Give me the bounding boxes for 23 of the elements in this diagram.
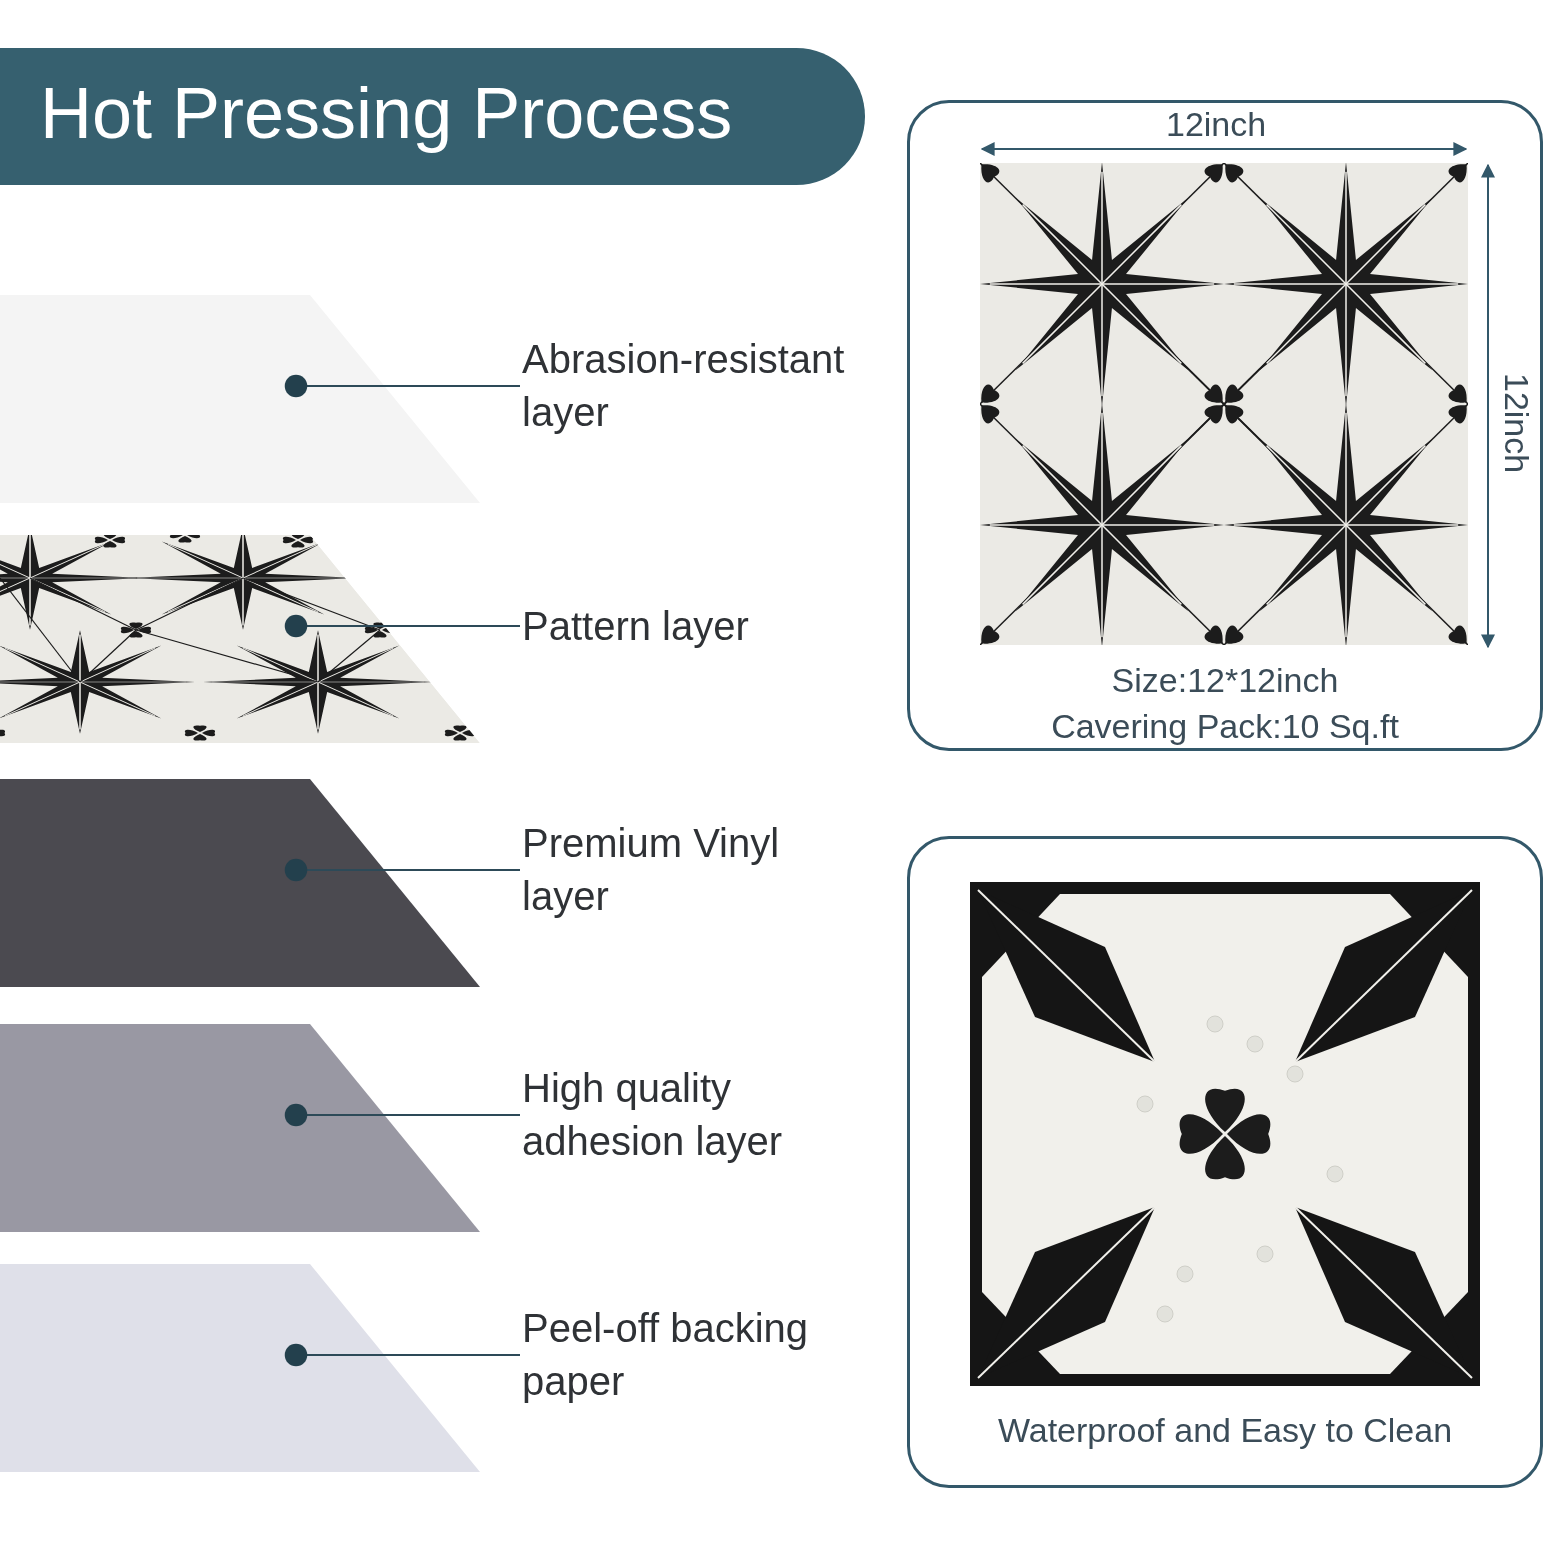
leader-line <box>284 1103 521 1127</box>
layer-label: Pattern layer <box>522 599 902 653</box>
size-text: Cavering Pack:10 Sq.ft <box>1050 707 1400 746</box>
layer-label: Peel-off backing paper <box>522 1302 862 1408</box>
leader-line <box>284 858 521 882</box>
product-card <box>907 100 1543 751</box>
leader-line <box>284 614 521 638</box>
layer-label: Abrasion-resistant layer <box>522 333 902 439</box>
product-card <box>907 836 1543 1488</box>
layer-label: High quality adhesion layer <box>522 1062 862 1168</box>
title: Hot Pressing Process <box>40 72 733 154</box>
leader-line <box>284 374 521 398</box>
layer-sheet <box>0 295 480 503</box>
feature-caption: Waterproof and Easy to Clean <box>996 1411 1454 1450</box>
layer-label: Premium Vinyl layer <box>522 817 842 923</box>
pattern-layer-sheet <box>0 535 480 743</box>
leader-line <box>284 1343 521 1367</box>
size-text: Size:12*12inch <box>1110 661 1340 700</box>
dimension-label: 12inch <box>1166 105 1267 144</box>
layer-sheet <box>0 1264 480 1472</box>
dimension-label: 12inch <box>1497 373 1536 474</box>
layer-sheet <box>0 779 480 987</box>
layer-sheet <box>0 1024 480 1232</box>
